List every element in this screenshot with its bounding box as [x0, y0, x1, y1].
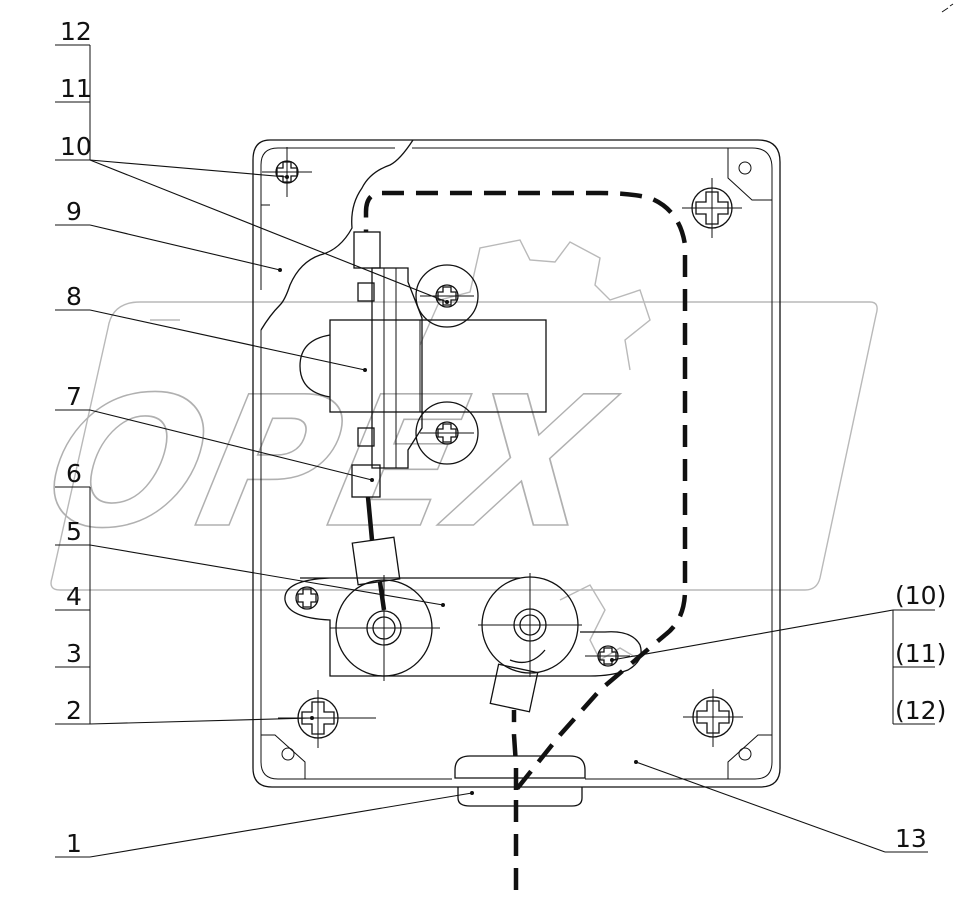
- corner-mark: [941, 3, 954, 13]
- leader-lines: [89, 159, 894, 858]
- screw-top-left: [262, 147, 312, 197]
- leader-10a: [89, 159, 288, 178]
- cable-dashed-lower: [511, 710, 519, 790]
- switch-body: [329, 319, 547, 413]
- leader-r10: [611, 609, 894, 661]
- clamp-6: [351, 536, 401, 586]
- leader-10b: [89, 159, 448, 303]
- cable-gland: [454, 755, 586, 807]
- roller-left: [330, 575, 440, 681]
- clamp-lower: [489, 663, 539, 713]
- boss-bottom: [415, 401, 479, 465]
- leader-1: [89, 792, 473, 858]
- label-4: 4: [66, 582, 82, 611]
- label-column-left: 12 11 10 9 8 7 6 5 4 3 2 1: [55, 17, 92, 858]
- cutaway-break: [260, 139, 414, 331]
- label-8: 8: [66, 282, 82, 311]
- boss-top: [415, 264, 479, 328]
- housing: [252, 139, 781, 788]
- cable-dashed-main: [363, 190, 688, 890]
- plate-tab-top: [357, 282, 375, 302]
- leader-2: [89, 717, 313, 725]
- label-11: 11: [60, 74, 92, 103]
- cable-clip-top: [353, 231, 381, 269]
- label-12: 12: [60, 17, 92, 46]
- leader-8: [89, 309, 366, 371]
- label-10: 10: [60, 132, 92, 161]
- label-5: 5: [66, 517, 82, 546]
- screw-top-right: [682, 178, 742, 238]
- label-1: 1: [66, 829, 82, 858]
- watermark-banner: [50, 301, 878, 591]
- connector-7: [351, 464, 381, 498]
- corner-bracket-tr: [727, 148, 772, 201]
- housing-inner: [260, 147, 773, 780]
- watermark-gear-lower: [559, 584, 641, 661]
- roller-right: [478, 573, 582, 677]
- leader-5: [89, 544, 444, 606]
- screws: [262, 147, 743, 748]
- cables: [363, 190, 688, 890]
- watermark: OPEX: [29, 239, 878, 661]
- switch-knob: [299, 334, 331, 398]
- plate-tab-bottom: [357, 427, 375, 447]
- screw-lower-left: [295, 586, 319, 610]
- leader-9: [89, 224, 281, 271]
- lower-bracket: [284, 577, 642, 677]
- watermark-text: OPEX: [29, 358, 628, 568]
- watermark-gear: [419, 239, 651, 371]
- lower-assembly: [284, 536, 642, 713]
- corner-hole-bl: [281, 747, 295, 761]
- leader-13: [635, 761, 886, 853]
- label-6: 6: [66, 459, 82, 488]
- label-column-right: (10) (11) (12) 13: [885, 581, 946, 853]
- label-r10: (10): [895, 581, 946, 610]
- corner-hole-tr: [738, 161, 752, 175]
- label-9: 9: [66, 197, 82, 226]
- label-r12: (12): [895, 696, 946, 725]
- cable-solid: [365, 496, 387, 611]
- corner-hole-br: [738, 747, 752, 761]
- housing-inner-top-left: [260, 147, 395, 290]
- label-2: 2: [66, 696, 82, 725]
- label-7: 7: [66, 382, 82, 411]
- screw-boss-top: [420, 284, 474, 308]
- screw-boss-bottom: [420, 421, 474, 445]
- label-3: 3: [66, 639, 82, 668]
- housing-outer: [252, 139, 781, 788]
- leader-7: [89, 409, 373, 481]
- label-r11: (11): [895, 639, 946, 668]
- upper-assembly: [299, 231, 547, 498]
- screw-lower-right: [585, 645, 630, 667]
- label-13: 13: [895, 824, 927, 853]
- screw-bottom-right: [683, 689, 743, 747]
